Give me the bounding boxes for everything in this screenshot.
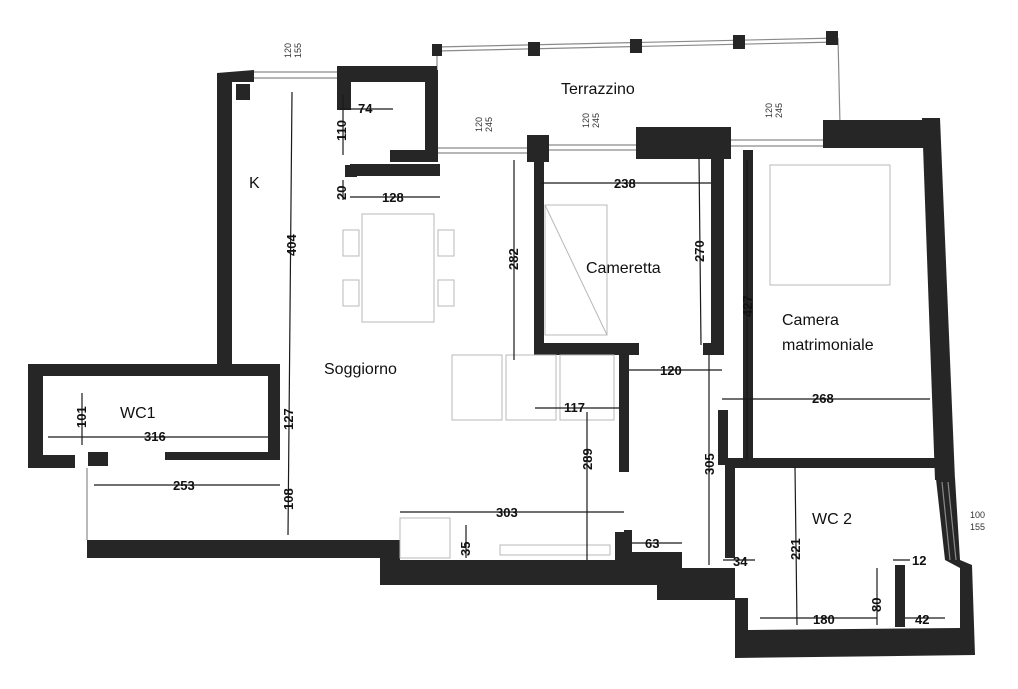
dim-316: 316 (144, 429, 166, 444)
dim-117: 117 (564, 400, 585, 415)
room-label-k: K (249, 175, 260, 192)
dim-108: 108 (281, 488, 296, 510)
dim-63: 63 (645, 536, 659, 551)
dim-303: 303 (496, 505, 518, 520)
dim-289: 289 (580, 448, 595, 470)
opening-terrace2-b: 245 (591, 113, 601, 128)
dim-35: 35 (458, 542, 473, 556)
dim-221: 221 (788, 538, 803, 560)
opening-terrace3-b: 245 (774, 103, 784, 118)
dimension-lines (48, 91, 945, 626)
opening-terrace2-a: 120 (581, 113, 591, 128)
room-label-cameretta: Cameretta (586, 260, 661, 277)
dim-427: 427 (740, 295, 755, 317)
dim-180: 180 (813, 612, 835, 627)
dim-253: 253 (173, 478, 195, 493)
opening-terrace3-a: 120 (764, 103, 774, 118)
dim-404: 404 (284, 234, 299, 256)
dim-305: 305 (702, 453, 717, 475)
dim-110: 110 (334, 120, 349, 141)
dim-101: 101 (74, 406, 89, 428)
dim-128: 128 (382, 190, 404, 205)
dim-268: 268 (812, 391, 834, 406)
dim-12: 12 (912, 553, 926, 568)
room-label-wc2: WC 2 (812, 511, 852, 528)
dim-80: 80 (869, 598, 884, 612)
windows (86, 71, 957, 561)
dim-238: 238 (614, 176, 636, 191)
room-label-camera-line2: matrimoniale (782, 337, 874, 354)
opening-terrace1-b: 245 (484, 117, 494, 132)
opening-wc2-a: 100 (970, 510, 985, 520)
dim-74: 74 (358, 101, 373, 116)
dimension-labels: 74 110 20 128 404 282 238 270 427 120 26… (74, 101, 929, 627)
dim-270: 270 (692, 240, 707, 262)
dim-120: 120 (660, 363, 682, 378)
dim-282: 282 (506, 248, 521, 270)
walls (28, 66, 975, 658)
room-labels: Terrazzino K Soggiorno Cameretta Camera … (120, 81, 874, 528)
opening-top-a: 120 (283, 43, 293, 58)
room-label-wc1: WC1 (120, 405, 156, 422)
opening-terrace1-a: 120 (474, 117, 484, 132)
room-label-soggiorno: Soggiorno (324, 361, 397, 378)
terrace-railing (432, 31, 841, 150)
dim-42: 42 (915, 612, 929, 627)
room-label-terrazzino: Terrazzino (561, 81, 635, 98)
opening-top-b: 155 (293, 43, 303, 58)
dim-34: 34 (733, 554, 748, 569)
opening-annotations: 120 155 120 245 120 245 120 245 100 155 (283, 43, 985, 532)
room-label-camera-line1: Camera (782, 312, 839, 329)
dim-127: 127 (281, 408, 296, 430)
opening-wc2-b: 155 (970, 522, 985, 532)
dim-20: 20 (334, 186, 349, 200)
furniture (342, 164, 891, 559)
